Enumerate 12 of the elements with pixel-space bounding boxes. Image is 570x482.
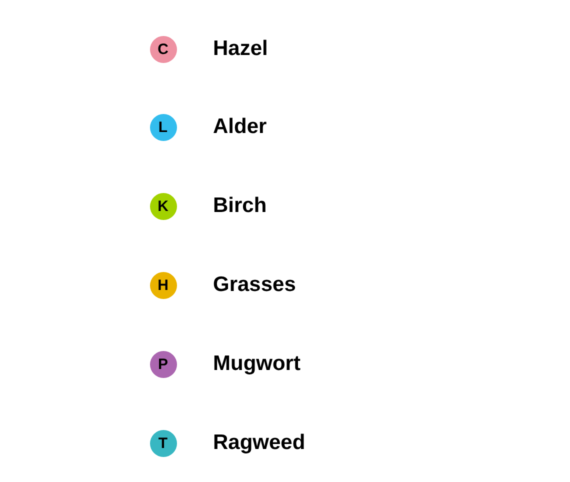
swatch-letter: C (158, 42, 168, 56)
swatch-letter: P (158, 356, 168, 372)
legend-label: Alder (213, 115, 267, 140)
legend-label: Birch (213, 194, 267, 218)
legend-label: Hazel (213, 36, 268, 61)
legend-label: Mugwort (213, 352, 300, 376)
swatch-letter: H (158, 278, 168, 293)
legend-label: Ragweed (213, 430, 306, 455)
swatch-letter: K (158, 199, 168, 214)
legend-label: Grasses (213, 272, 296, 298)
swatch-letter: T (158, 436, 168, 450)
swatch-letter: L (158, 120, 168, 136)
